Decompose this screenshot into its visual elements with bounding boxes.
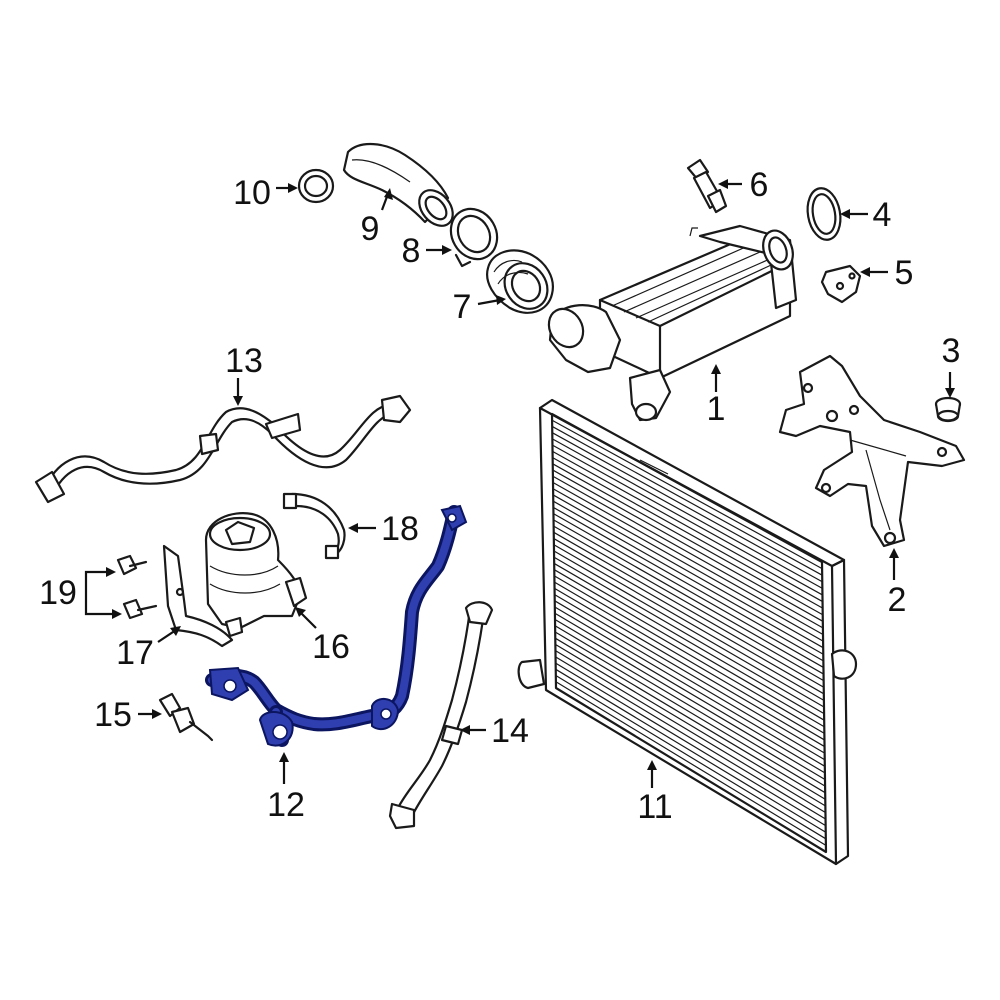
radiator-fin (553, 525, 824, 682)
radiator-fin (552, 494, 824, 649)
part-9-intake-pipe[interactable] (342, 142, 460, 232)
radiator-fin (552, 457, 823, 609)
part-3-grommet[interactable] (934, 396, 962, 423)
callout-19: 19 (39, 574, 77, 612)
radiator-fin (554, 575, 825, 734)
radiator-fin (552, 481, 824, 636)
radiator-fin (552, 438, 823, 589)
part-6-sensor[interactable] (686, 158, 728, 214)
leader-lines (84, 179, 955, 788)
part-7-coupler-hose[interactable] (486, 249, 556, 317)
radiator-fin (554, 581, 825, 741)
radiator-fin (555, 656, 826, 820)
radiator-fin (553, 506, 824, 662)
radiator-fin (552, 450, 823, 603)
radiator-fin (554, 618, 826, 781)
radiator-fin (555, 643, 826, 807)
radiator-fin (554, 637, 826, 800)
radiator-fin (554, 612, 826, 774)
radiator-fin (553, 550, 825, 708)
callout-9: 9 (361, 210, 380, 248)
part-13-hose[interactable] (34, 394, 412, 504)
radiator-fin (553, 513, 824, 668)
radiator-fins (551, 419, 827, 846)
part-12-coolant-hose[interactable] (205, 504, 468, 747)
radiator-fin (554, 606, 826, 767)
radiator-fin (553, 562, 825, 721)
radiator-fin (551, 425, 823, 576)
part-2-mounting-bracket[interactable] (778, 354, 966, 548)
radiator-fin (554, 587, 825, 748)
part-5-bracket[interactable] (820, 264, 862, 304)
callout-7: 7 (453, 288, 472, 326)
radiator-fin (551, 432, 823, 583)
radiator-fin (555, 675, 827, 840)
callout-16: 16 (312, 628, 350, 666)
radiator-fin (552, 488, 824, 642)
callout-4: 4 (873, 196, 892, 234)
callout-10: 10 (233, 174, 271, 212)
radiator-fin (555, 668, 827, 833)
part-10-o-ring[interactable] (297, 168, 335, 204)
radiator-fin (552, 469, 824, 622)
callout-6: 6 (750, 166, 769, 204)
radiator-fin (552, 475, 824, 629)
callout-14: 14 (491, 712, 529, 750)
radiator-fin (553, 519, 824, 675)
radiator-fin (553, 544, 825, 701)
radiator-fin (554, 594, 825, 754)
part-17-bracket[interactable] (162, 544, 234, 648)
radiator-fin (555, 650, 826, 813)
part-16-water-pump[interactable] (204, 512, 308, 638)
part-8-clamp[interactable] (442, 200, 506, 268)
callout-8: 8 (402, 232, 421, 270)
radiator-fin (552, 463, 824, 616)
part-11-radiator[interactable] (517, 398, 858, 866)
radiator-fin (554, 625, 826, 787)
radiator-fin (555, 681, 827, 846)
part-15-sensor[interactable] (158, 692, 214, 742)
radiator-fin (553, 531, 825, 688)
part-1-intercooler[interactable] (542, 224, 798, 422)
radiator-fin (554, 631, 826, 794)
radiator-fin (555, 662, 826, 827)
callout-2: 2 (888, 581, 907, 619)
part-19-bolts[interactable] (116, 554, 158, 620)
callout-1: 1 (707, 390, 726, 428)
callout-labels: 1 2 3 4 5 6 7 8 9 10 11 12 13 14 15 16 1… (39, 166, 960, 826)
callout-11: 11 (637, 788, 672, 826)
callout-5: 5 (895, 254, 914, 292)
radiator-fin (551, 419, 823, 570)
radiator-fin (552, 444, 823, 596)
radiator-fin (553, 569, 825, 728)
callout-13: 13 (225, 342, 263, 380)
callout-18: 18 (381, 510, 419, 548)
radiator-fin (553, 556, 825, 715)
radiator-fin (552, 500, 824, 655)
part-14-hose[interactable] (388, 601, 494, 830)
radiator-fin (554, 600, 826, 761)
radiator-fin (553, 538, 825, 695)
callout-12: 12 (267, 786, 305, 824)
callout-15: 15 (94, 696, 132, 734)
part-18-bracket-strap[interactable] (282, 492, 346, 560)
callout-3: 3 (942, 332, 961, 370)
part-4-seal-ring[interactable] (804, 186, 845, 243)
callout-17: 17 (116, 634, 154, 672)
